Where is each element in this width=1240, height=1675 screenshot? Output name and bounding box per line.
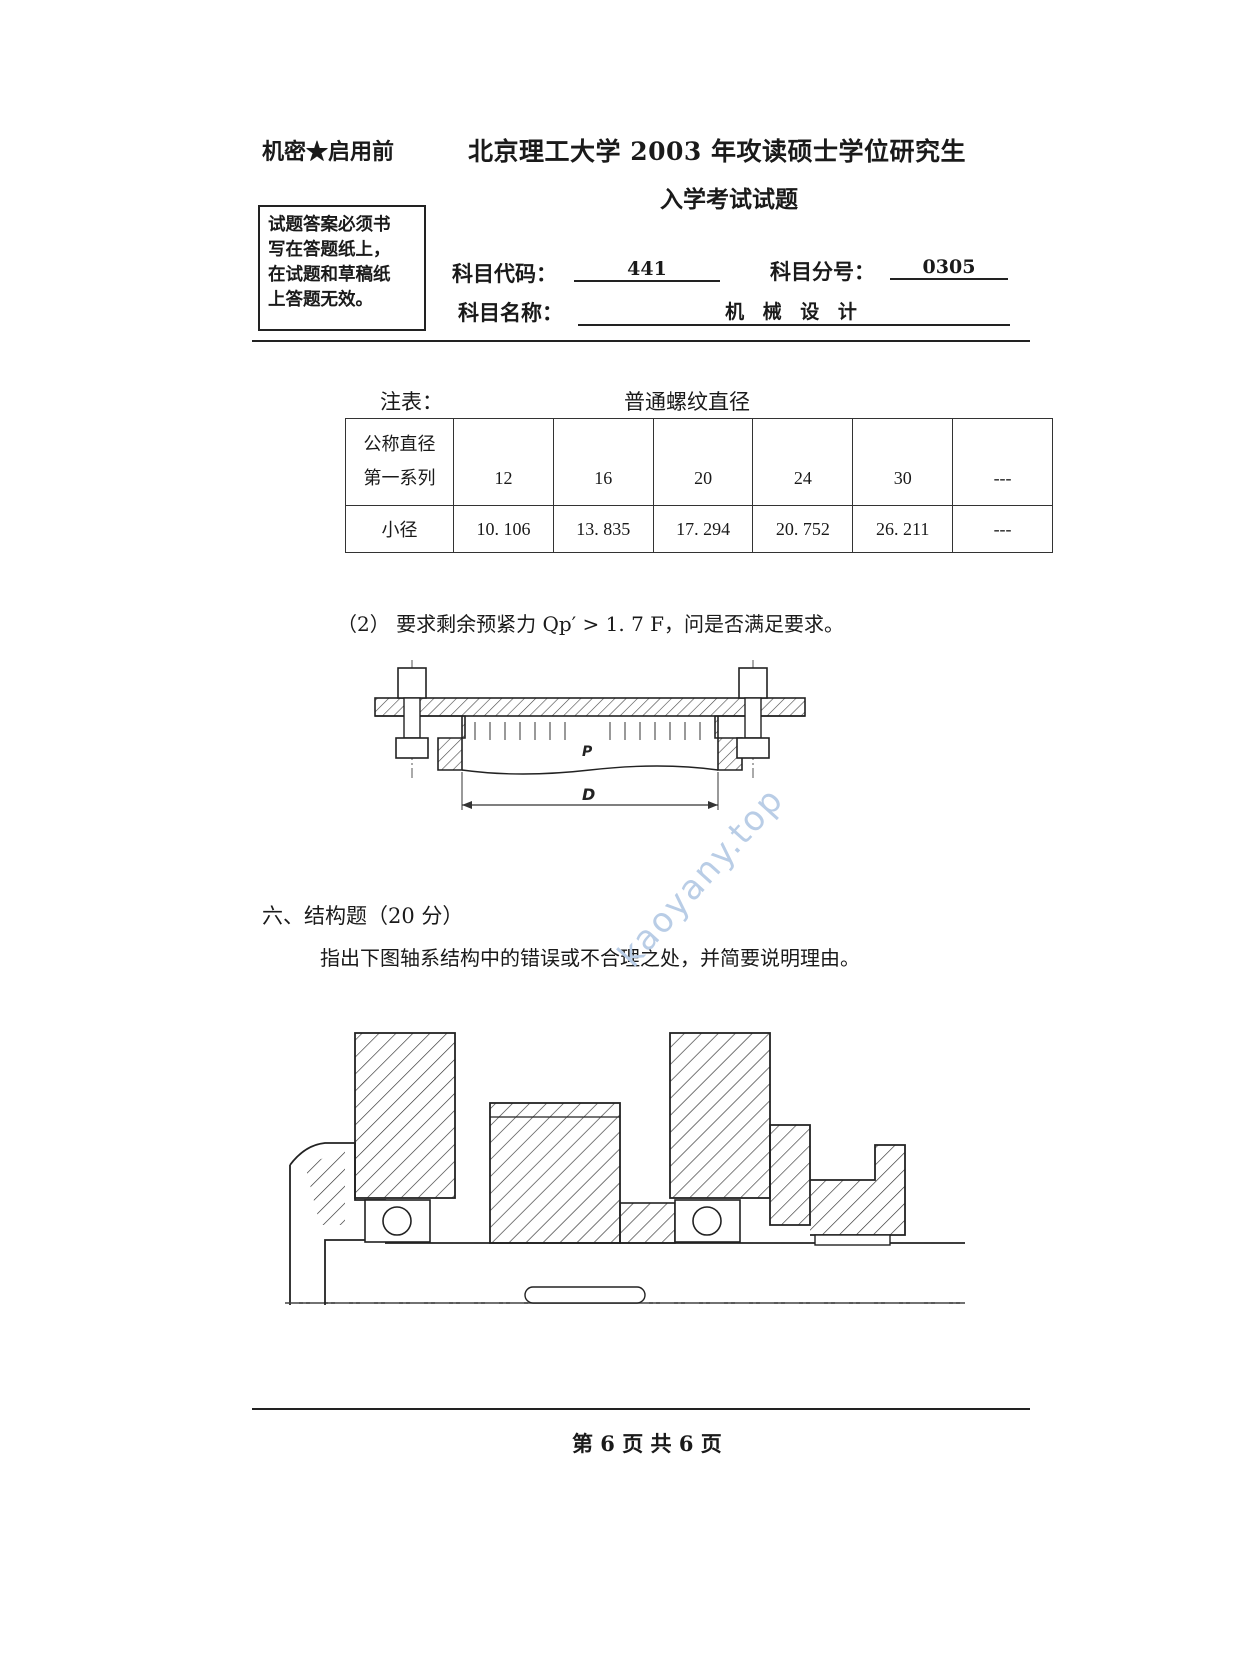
header-rule <box>252 340 1030 342</box>
table-cell: 12 <box>453 418 554 506</box>
table-cell: 24 <box>752 418 854 506</box>
diameter-label: D <box>582 785 595 804</box>
header-label: 第一系列 <box>363 468 436 489</box>
subject-name-label: 科目名称： <box>458 300 563 325</box>
subject-code-value: 441 <box>574 258 720 282</box>
nominal-header-cell: 公称直径 第一系列 <box>344 418 455 506</box>
table-cell: --- <box>952 418 1053 506</box>
pressure-label: P <box>582 744 593 760</box>
subject-score-value: 0305 <box>890 256 1008 280</box>
table-cell: 26. 211 <box>852 505 954 553</box>
table-cell: 16 <box>552 418 654 506</box>
table-title: 普通螺纹直径 <box>624 390 750 414</box>
table-cell: 20 <box>652 418 754 506</box>
table-note-label: 注表： <box>380 390 443 414</box>
minor-label-cell: 小径 <box>344 505 455 553</box>
secret-label: 机密★启用前 <box>262 139 395 165</box>
page-number: 第 6 页 共 6 页 <box>572 1431 722 1456</box>
bolted-cover-figure: P D <box>374 660 806 810</box>
section-6-heading: 六、结构题（20 分） <box>262 904 464 928</box>
table-cell: 30 <box>852 418 954 506</box>
question-2-text: （2） 要求剩余预紧力 Qp′ > 1. 7 F，问是否满足要求。 <box>337 612 845 636</box>
notice-line: 写在答题纸上， <box>268 240 391 260</box>
shaft-system-figure <box>285 1032 965 1305</box>
header-label: 公称直径 <box>363 434 436 455</box>
subject-code-label: 科目代码： <box>452 261 557 286</box>
table-row: 公称直径 第一系列 12 16 20 24 30 --- <box>344 418 1053 506</box>
notice-line: 试题答案必须书 <box>268 215 391 235</box>
table-row: 小径 10. 106 13. 835 17. 294 20. 752 26. 2… <box>344 505 1053 553</box>
footer-rule <box>252 1408 1030 1410</box>
notice-line: 上答题无效。 <box>268 290 373 310</box>
table-cell: 20. 752 <box>752 505 854 553</box>
notice-box: 试题答案必须书 写在答题纸上， 在试题和草稿纸 上答题无效。 <box>258 205 426 331</box>
section-6-instruction: 指出下图轴系结构中的错误或不合理之处，并简要说明理由。 <box>320 946 860 970</box>
exam-subtitle: 入学考试试题 <box>660 186 798 213</box>
subject-score-label: 科目分号： <box>770 259 875 284</box>
subject-name-value: 机 械 设 计 <box>578 297 1010 326</box>
exam-title: 北京理工大学 2003 年攻读硕士学位研究生 <box>468 137 966 166</box>
table-cell: 13. 835 <box>552 505 654 553</box>
notice-line: 在试题和草稿纸 <box>268 265 391 285</box>
table-cell: 10. 106 <box>453 505 554 553</box>
table-cell: 17. 294 <box>652 505 754 553</box>
table-cell: --- <box>952 505 1053 553</box>
thread-diameter-table: 公称直径 第一系列 12 16 20 24 30 --- 小径 10. 106 … <box>344 418 1053 553</box>
